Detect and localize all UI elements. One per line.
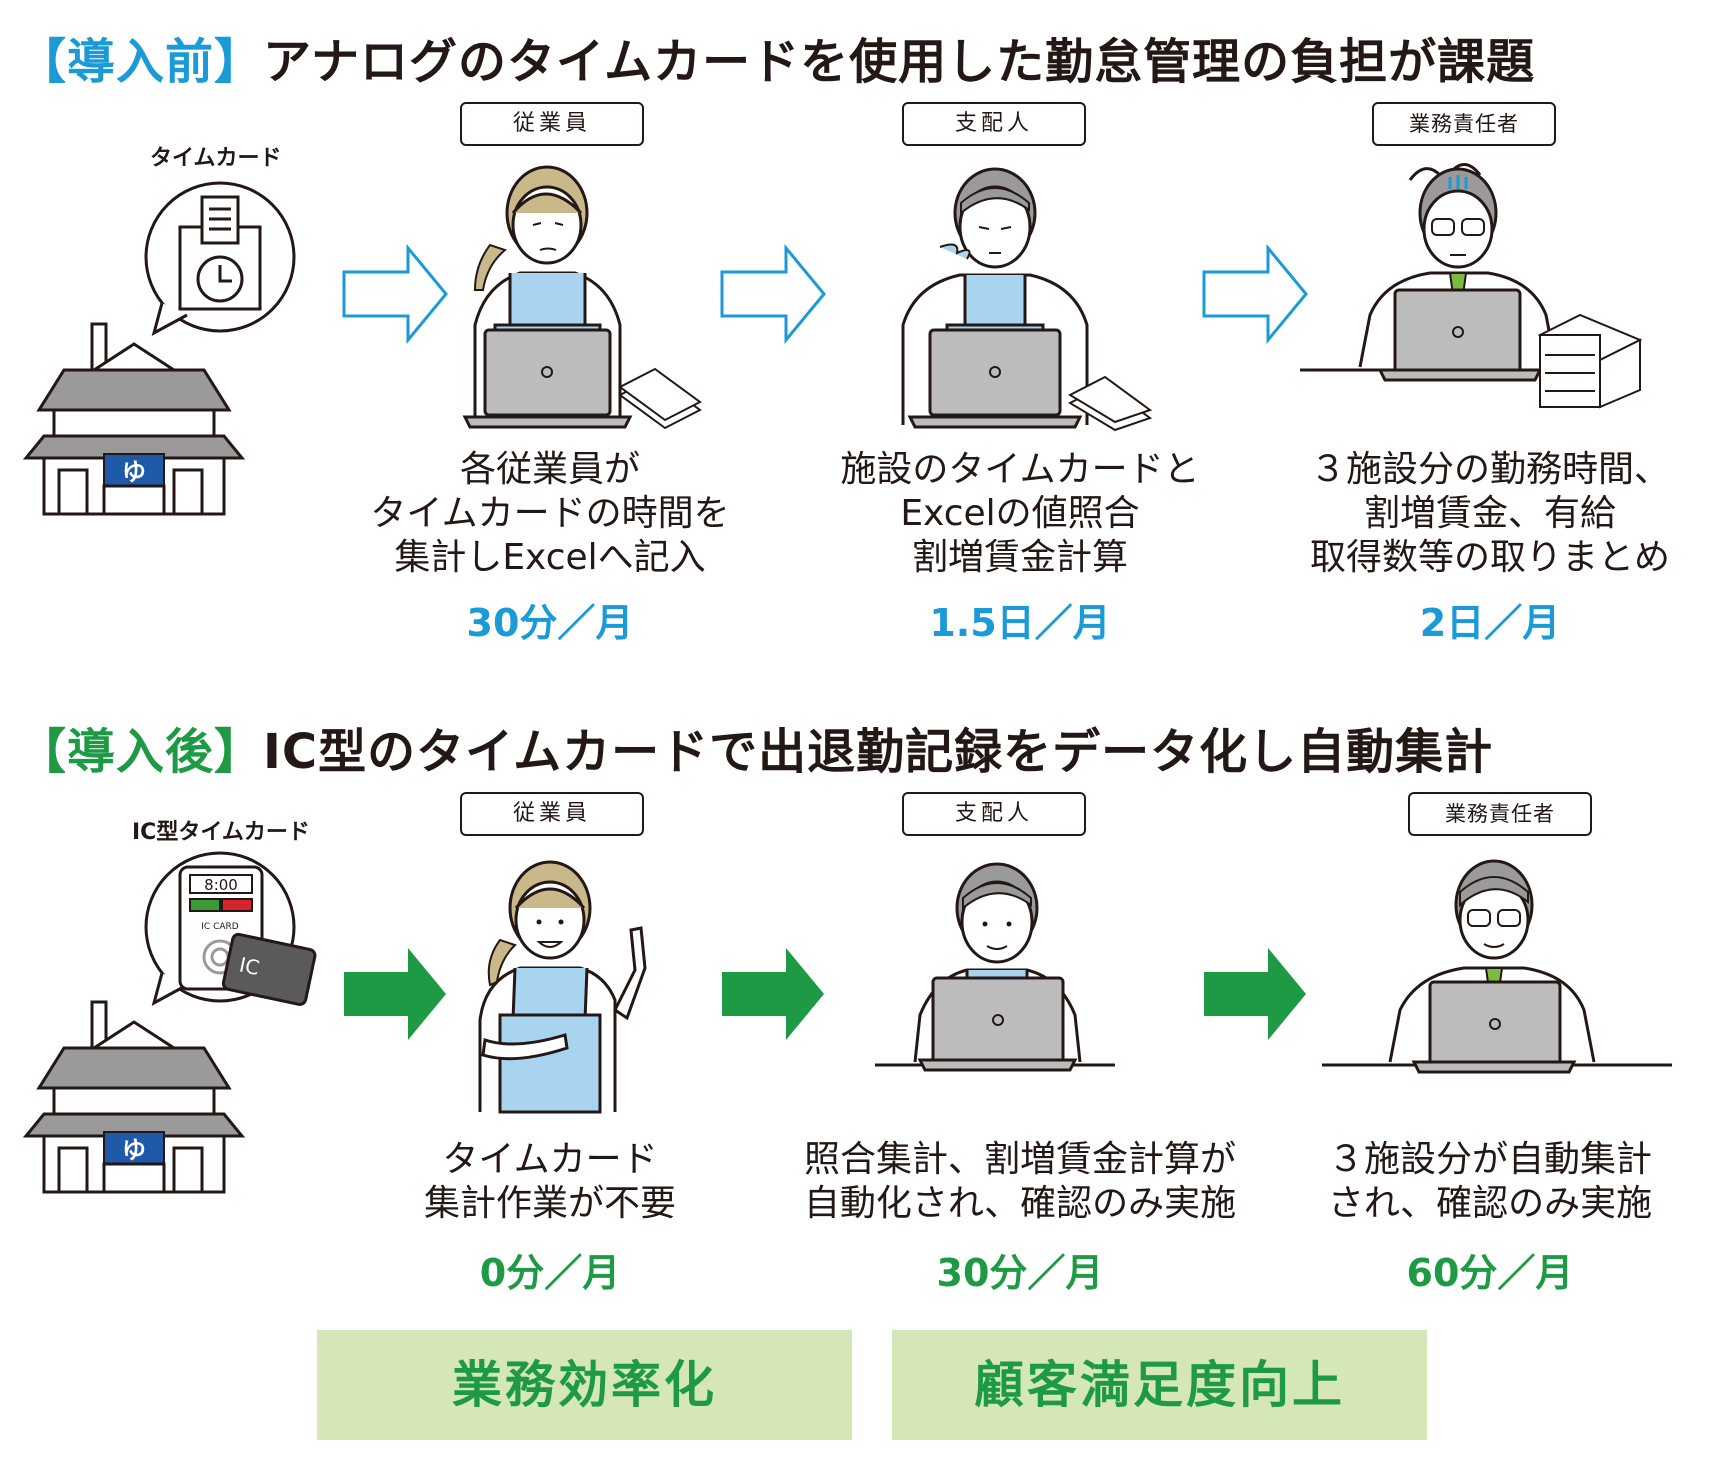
arrow-right-icon <box>1204 948 1306 1040</box>
desc-line: タイムカード <box>442 1139 658 1180</box>
operations-lead-illustration <box>1322 859 1672 1074</box>
before-step-3-time: 2日／月 <box>1419 601 1561 645</box>
desc-line: 施設のタイムカードと <box>840 449 1200 490</box>
desc-line: 割増賃金、有給 <box>1363 493 1616 534</box>
after-step-2-time: 30分／月 <box>936 1251 1104 1295</box>
manager-illustration <box>875 862 1115 1072</box>
laptop-icon <box>483 328 612 417</box>
employee-illustration <box>478 860 647 1114</box>
desc-line: ３施設分が自動集計 <box>1327 1139 1652 1180</box>
before-step-2-desc: 施設のタイムカードと Excelの値照合 割増賃金計算 <box>770 448 1270 580</box>
before-step-3-desc: ３施設分の勤務時間、 割増賃金、有給 取得数等の取りまとめ <box>1250 448 1730 580</box>
after-step-3-time: 60分／月 <box>1406 1251 1574 1295</box>
desc-line: 集計しExcelへ記入 <box>394 537 706 578</box>
before-step-2-time: 1.5日／月 <box>929 601 1111 645</box>
document-stack-icon <box>618 367 702 430</box>
arrow-right-icon <box>344 948 446 1040</box>
after-title: IC型のタイムカードで出退勤記録をデータ化し自動集計 <box>263 724 1494 780</box>
desc-line: 自動化され、確認のみ実施 <box>803 1183 1237 1224</box>
desc-line: 照合集計、割増賃金計算が <box>803 1139 1236 1180</box>
desc-line: Excelの値照合 <box>900 493 1140 534</box>
after-tag: 【導入後】 <box>18 724 264 780</box>
reader-clock: 8:00 <box>204 876 238 894</box>
before-heading: 【導入前】アナログのタイムカードを使用した勤怠管理の負担が課題 <box>18 22 1535 92</box>
facility-sign: ゆ <box>122 458 146 486</box>
role-manager: 支配人 <box>902 102 1086 146</box>
arrow-right-icon <box>722 948 824 1040</box>
timecard-label: タイムカード <box>150 146 282 171</box>
desc-line: 集計作業が不要 <box>423 1183 676 1224</box>
after-step-3-desc: ３施設分が自動集計 され、確認のみ実施 <box>1250 1138 1730 1226</box>
after-step-2-desc: 照合集計、割増賃金計算が 自動化され、確認のみ実施 <box>770 1138 1270 1226</box>
benefit-customer-satisfaction: 顧客満足度向上 <box>892 1330 1427 1440</box>
role-operations-lead: 業務責任者 <box>1408 792 1592 836</box>
role-operations-lead: 業務責任者 <box>1372 102 1556 146</box>
timecard-icon <box>144 181 296 336</box>
before-tag: 【導入前】 <box>18 34 264 90</box>
facility-sign: ゆ <box>122 1136 146 1164</box>
role-manager: 支配人 <box>902 792 1086 836</box>
ic-card-label: IC <box>237 952 261 980</box>
before-step-1-time: 30分／月 <box>466 601 634 645</box>
operations-lead-illustration <box>1300 163 1643 409</box>
arrow-right-icon <box>1202 243 1308 345</box>
ic-timecard-label: IC型タイムカード <box>132 820 310 845</box>
desc-line: され、確認のみ実施 <box>1327 1183 1653 1224</box>
arrow-right-icon <box>342 243 448 345</box>
benefit-efficiency: 業務効率化 <box>317 1330 852 1440</box>
desc-line: 各従業員が <box>459 449 640 490</box>
facility-icon: ゆ <box>22 322 246 516</box>
before-step-1-desc: 各従業員が タイムカードの時間を 集計しExcelへ記入 <box>310 448 790 580</box>
reader-label: IC CARD <box>201 922 238 932</box>
ic-card-reader-icon: 8:00 IC CARD IC <box>144 851 317 1006</box>
desc-line: ３施設分の勤務時間、 <box>1309 449 1670 490</box>
after-step-1-desc: タイムカード 集計作業が不要 <box>310 1138 790 1226</box>
desc-line: 取得数等の取りまとめ <box>1309 537 1670 578</box>
role-employee: 従業員 <box>460 792 644 836</box>
desc-line: タイムカードの時間を <box>370 493 730 534</box>
after-heading: 【導入後】IC型のタイムカードで出退勤記録をデータ化し自動集計 <box>18 712 1493 782</box>
desc-line: 割増賃金計算 <box>911 537 1128 578</box>
after-step-1-time: 0分／月 <box>479 1251 621 1295</box>
before-title: アナログのタイムカードを使用した勤怠管理の負担が課題 <box>263 34 1536 90</box>
facility-icon: ゆ <box>22 1000 246 1194</box>
manager-illustration <box>901 167 1153 432</box>
employee-illustration <box>462 165 702 430</box>
role-employee: 従業員 <box>460 102 644 146</box>
arrow-right-icon <box>720 243 826 345</box>
